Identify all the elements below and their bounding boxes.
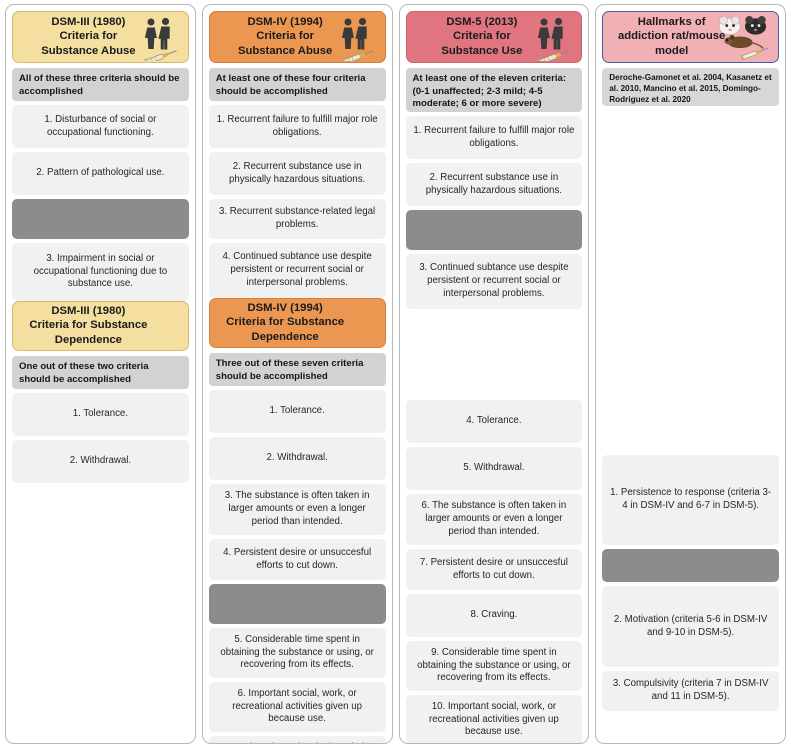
- column-dsm-iii: DSM-III (1980) Criteria for Substance Ab…: [5, 4, 196, 744]
- criteria-item: 2. Recurrent substance use in physically…: [405, 163, 583, 206]
- criteria-item: 5. Withdrawal.: [405, 447, 583, 490]
- criteria-item: 4. Continued subtance use despite persis…: [208, 243, 386, 298]
- criteria-item: 4. Persistent desire or unsuccesful effo…: [208, 539, 386, 580]
- criteria-rule-note: Three out of these seven criteria should…: [208, 353, 386, 386]
- criteria-item: 5. Considerable time spent in obtaining …: [208, 628, 386, 678]
- criteria-item: 8. Craving.: [405, 594, 583, 637]
- citations-note: Deroche-Gamonet et al. 2004, Kasanetz et…: [602, 68, 779, 106]
- gray-spacer-block: [208, 584, 386, 624]
- banner-title: DSM-IV (1994) Criteria for Substance Dep…: [226, 301, 345, 343]
- criteria-rule-note: At least one of these four criteria shou…: [208, 68, 386, 101]
- criteria-item: 3. Compulsivity (criteria 7 in DSM-IV an…: [602, 671, 779, 711]
- criteria-rule-note: All of these three criteria should be ac…: [12, 68, 189, 101]
- criteria-item: 1. Tolerance.: [12, 393, 189, 436]
- criteria-item: 1. Disturbance of social or occupational…: [12, 105, 189, 148]
- criteria-item: 1. Recurrent failure to fulfill major ro…: [208, 105, 386, 148]
- criteria-item: 3. Continued subtance use despite persis…: [405, 254, 583, 309]
- header-banner: DSM-5 (2013) Criteria for Substance Use: [405, 11, 583, 63]
- criteria-item: 2. Motivation (criteria 5-6 in DSM-IV an…: [602, 586, 779, 667]
- criteria-item: 7. Persistent desire or unsuccesful effo…: [405, 549, 583, 590]
- criteria-rule-note: At least one of the eleven criteria: (0-…: [405, 68, 583, 112]
- criteria-item: 3. Impairment in social or occupational …: [12, 243, 189, 301]
- gray-spacer-block: [405, 210, 583, 250]
- header-banner: DSM-IV (1994) Criteria for Substance Abu…: [208, 11, 386, 63]
- criteria-item: 6. Important social, work, or recreation…: [208, 682, 386, 732]
- blank-spacer: [406, 309, 583, 396]
- criteria-item: 2. Recurrent substance use in physically…: [208, 152, 386, 195]
- header-banner: DSM-IV (1994) Criteria for Substance Dep…: [208, 298, 386, 348]
- criteria-item: 2. Withdrawal.: [12, 440, 189, 483]
- criteria-rule-note: One out of these two criteria should be …: [12, 356, 189, 389]
- criteria-item: 1. Tolerance.: [208, 390, 386, 433]
- criteria-item: 1. Recurrent failure to fulfill major ro…: [405, 116, 583, 159]
- gray-spacer-block: [602, 549, 779, 582]
- criteria-item: 6. The substance is often taken in large…: [405, 494, 583, 545]
- banner-title: DSM-5 (2013) Criteria for Substance Use: [441, 15, 523, 57]
- banner-title: DSM-IV (1994) Criteria for Substance Abu…: [237, 15, 333, 57]
- criteria-item: 1. Persistence to response (criteria 3-4…: [602, 455, 779, 545]
- criteria-item: 4. Tolerance.: [405, 400, 583, 443]
- banner-title: DSM-III (1980) Criteria for Substance Ab…: [41, 15, 136, 57]
- criteria-item: 2. Pattern of pathological use.: [12, 152, 189, 195]
- header-banner: DSM-III (1980) Criteria for Substance Ab…: [12, 11, 189, 63]
- criteria-item: 10. Important social, work, or recreatio…: [405, 695, 583, 743]
- criteria-item: 9. Considerable time spent in obtaining …: [405, 641, 583, 691]
- header-banner: Hallmarks of addiction rat/mouse model: [602, 11, 779, 63]
- banner-title: DSM-III (1980) Criteria for Substance De…: [29, 304, 148, 346]
- banner-title: Hallmarks of addiction rat/mouse model: [617, 15, 726, 57]
- column-dsm-iv: DSM-IV (1994) Criteria for Substance Abu…: [201, 4, 393, 744]
- criteria-item: 3. The substance is often taken in large…: [208, 484, 386, 535]
- blank-spacer: [602, 106, 779, 451]
- criteria-item: 7. Continued use despite knowledge of pr…: [208, 736, 386, 743]
- header-banner: DSM-III (1980) Criteria for Substance De…: [12, 301, 189, 351]
- criteria-item: 2. Withdrawal.: [208, 437, 386, 480]
- criteria-item: 3. Recurrent substance-related legal pro…: [208, 199, 386, 239]
- gray-spacer-block: [12, 199, 189, 239]
